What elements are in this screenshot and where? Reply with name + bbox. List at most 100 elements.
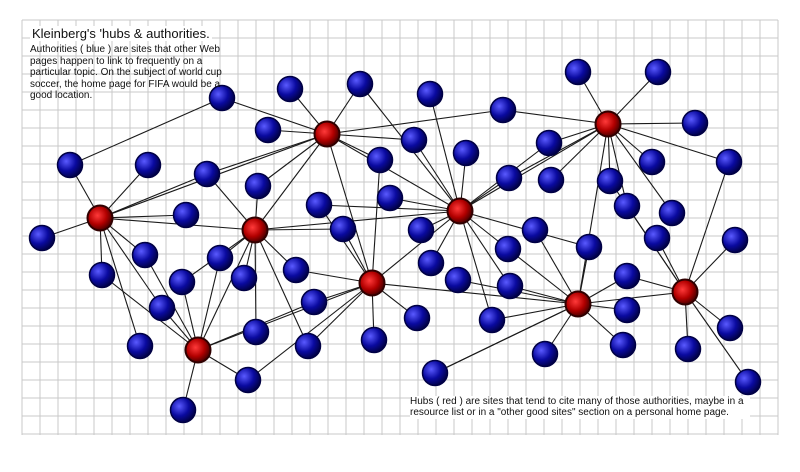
edge-link — [254, 210, 461, 231]
edge-link — [221, 97, 328, 135]
authority-node — [400, 126, 428, 154]
authority-node — [230, 264, 258, 292]
authority-node — [521, 216, 549, 244]
authority-node — [715, 148, 743, 176]
hub-node — [671, 278, 699, 306]
edge-link — [534, 229, 579, 305]
authority-node — [254, 116, 282, 144]
authority-node — [244, 172, 272, 200]
authority-node — [535, 129, 563, 157]
authority-node — [56, 151, 84, 179]
authority-node — [234, 366, 262, 394]
authority-node — [172, 201, 200, 229]
edge-link — [99, 217, 141, 347]
edge-link — [257, 133, 328, 187]
hubs-note: Hubs ( red ) are sites that tend to cite… — [410, 396, 750, 419]
authority-node — [169, 396, 197, 424]
authority-node — [644, 58, 672, 86]
edge-link — [326, 109, 504, 135]
authority-node — [88, 261, 116, 289]
edge-link — [459, 123, 609, 212]
edge-link — [434, 303, 579, 374]
authority-node — [376, 184, 404, 212]
edge-link — [502, 109, 609, 125]
edge-link — [247, 282, 373, 381]
authority-node — [148, 294, 176, 322]
edge-link — [99, 217, 163, 309]
authority-node — [721, 226, 749, 254]
edge-link — [254, 229, 309, 347]
authority-node — [609, 331, 637, 359]
edge-link — [607, 123, 673, 214]
hub-node — [564, 290, 592, 318]
hub-node — [446, 197, 474, 225]
authority-node — [305, 191, 333, 219]
authority-node — [294, 332, 322, 360]
hub-node — [313, 120, 341, 148]
authority-node — [734, 368, 762, 396]
authority-node — [478, 306, 506, 334]
edge-link — [326, 133, 415, 141]
edge-link — [197, 257, 221, 351]
authority-node — [613, 192, 641, 220]
authority-node — [489, 96, 517, 124]
edge-link — [459, 210, 511, 287]
edge-link — [99, 173, 208, 219]
edge-link — [99, 214, 187, 219]
hub-node — [241, 216, 269, 244]
authority-node — [564, 58, 592, 86]
authority-node — [134, 151, 162, 179]
authority-node — [168, 268, 196, 296]
hub-node — [184, 336, 212, 364]
authority-node — [416, 80, 444, 108]
authority-node — [495, 164, 523, 192]
authority-node — [658, 199, 686, 227]
edge-link — [684, 161, 730, 293]
authority-node — [674, 335, 702, 363]
edge-link — [197, 282, 373, 351]
edge-link — [254, 133, 328, 231]
authority-node — [494, 235, 522, 263]
authority-node — [282, 256, 310, 284]
authority-node — [531, 340, 559, 368]
edge-link — [69, 97, 223, 166]
edge-link — [413, 139, 461, 212]
authority-node — [444, 266, 472, 294]
edge-link — [326, 133, 461, 212]
authority-node — [403, 304, 431, 332]
authority-node — [126, 332, 154, 360]
edge-link — [206, 133, 328, 175]
edge-link — [307, 282, 373, 347]
authority-node — [360, 326, 388, 354]
authority-node — [537, 166, 565, 194]
edge-link — [577, 123, 609, 305]
edge-link — [507, 248, 579, 305]
diagram-title: Kleinberg's 'hubs & authorities. — [30, 26, 212, 41]
authority-node — [193, 160, 221, 188]
hub-node — [594, 110, 622, 138]
edge-link — [491, 303, 579, 321]
authority-node — [28, 224, 56, 252]
authority-node — [208, 84, 236, 112]
authority-node — [681, 109, 709, 137]
authority-node — [206, 244, 234, 272]
edge-link — [371, 159, 381, 284]
node-layer — [28, 58, 762, 424]
edge-link — [371, 210, 461, 284]
edge-link — [459, 210, 493, 321]
authority-node — [407, 216, 435, 244]
authority-node — [329, 215, 357, 243]
authority-node — [452, 139, 480, 167]
hub-node — [86, 204, 114, 232]
edge-link — [684, 291, 749, 383]
edge-link — [318, 204, 373, 284]
authority-node — [417, 249, 445, 277]
authority-node — [276, 75, 304, 103]
authority-node — [613, 296, 641, 324]
authority-node — [716, 314, 744, 342]
authority-node — [346, 70, 374, 98]
edge-link — [429, 93, 461, 212]
edge-link — [371, 282, 579, 305]
edge-link — [607, 123, 730, 163]
